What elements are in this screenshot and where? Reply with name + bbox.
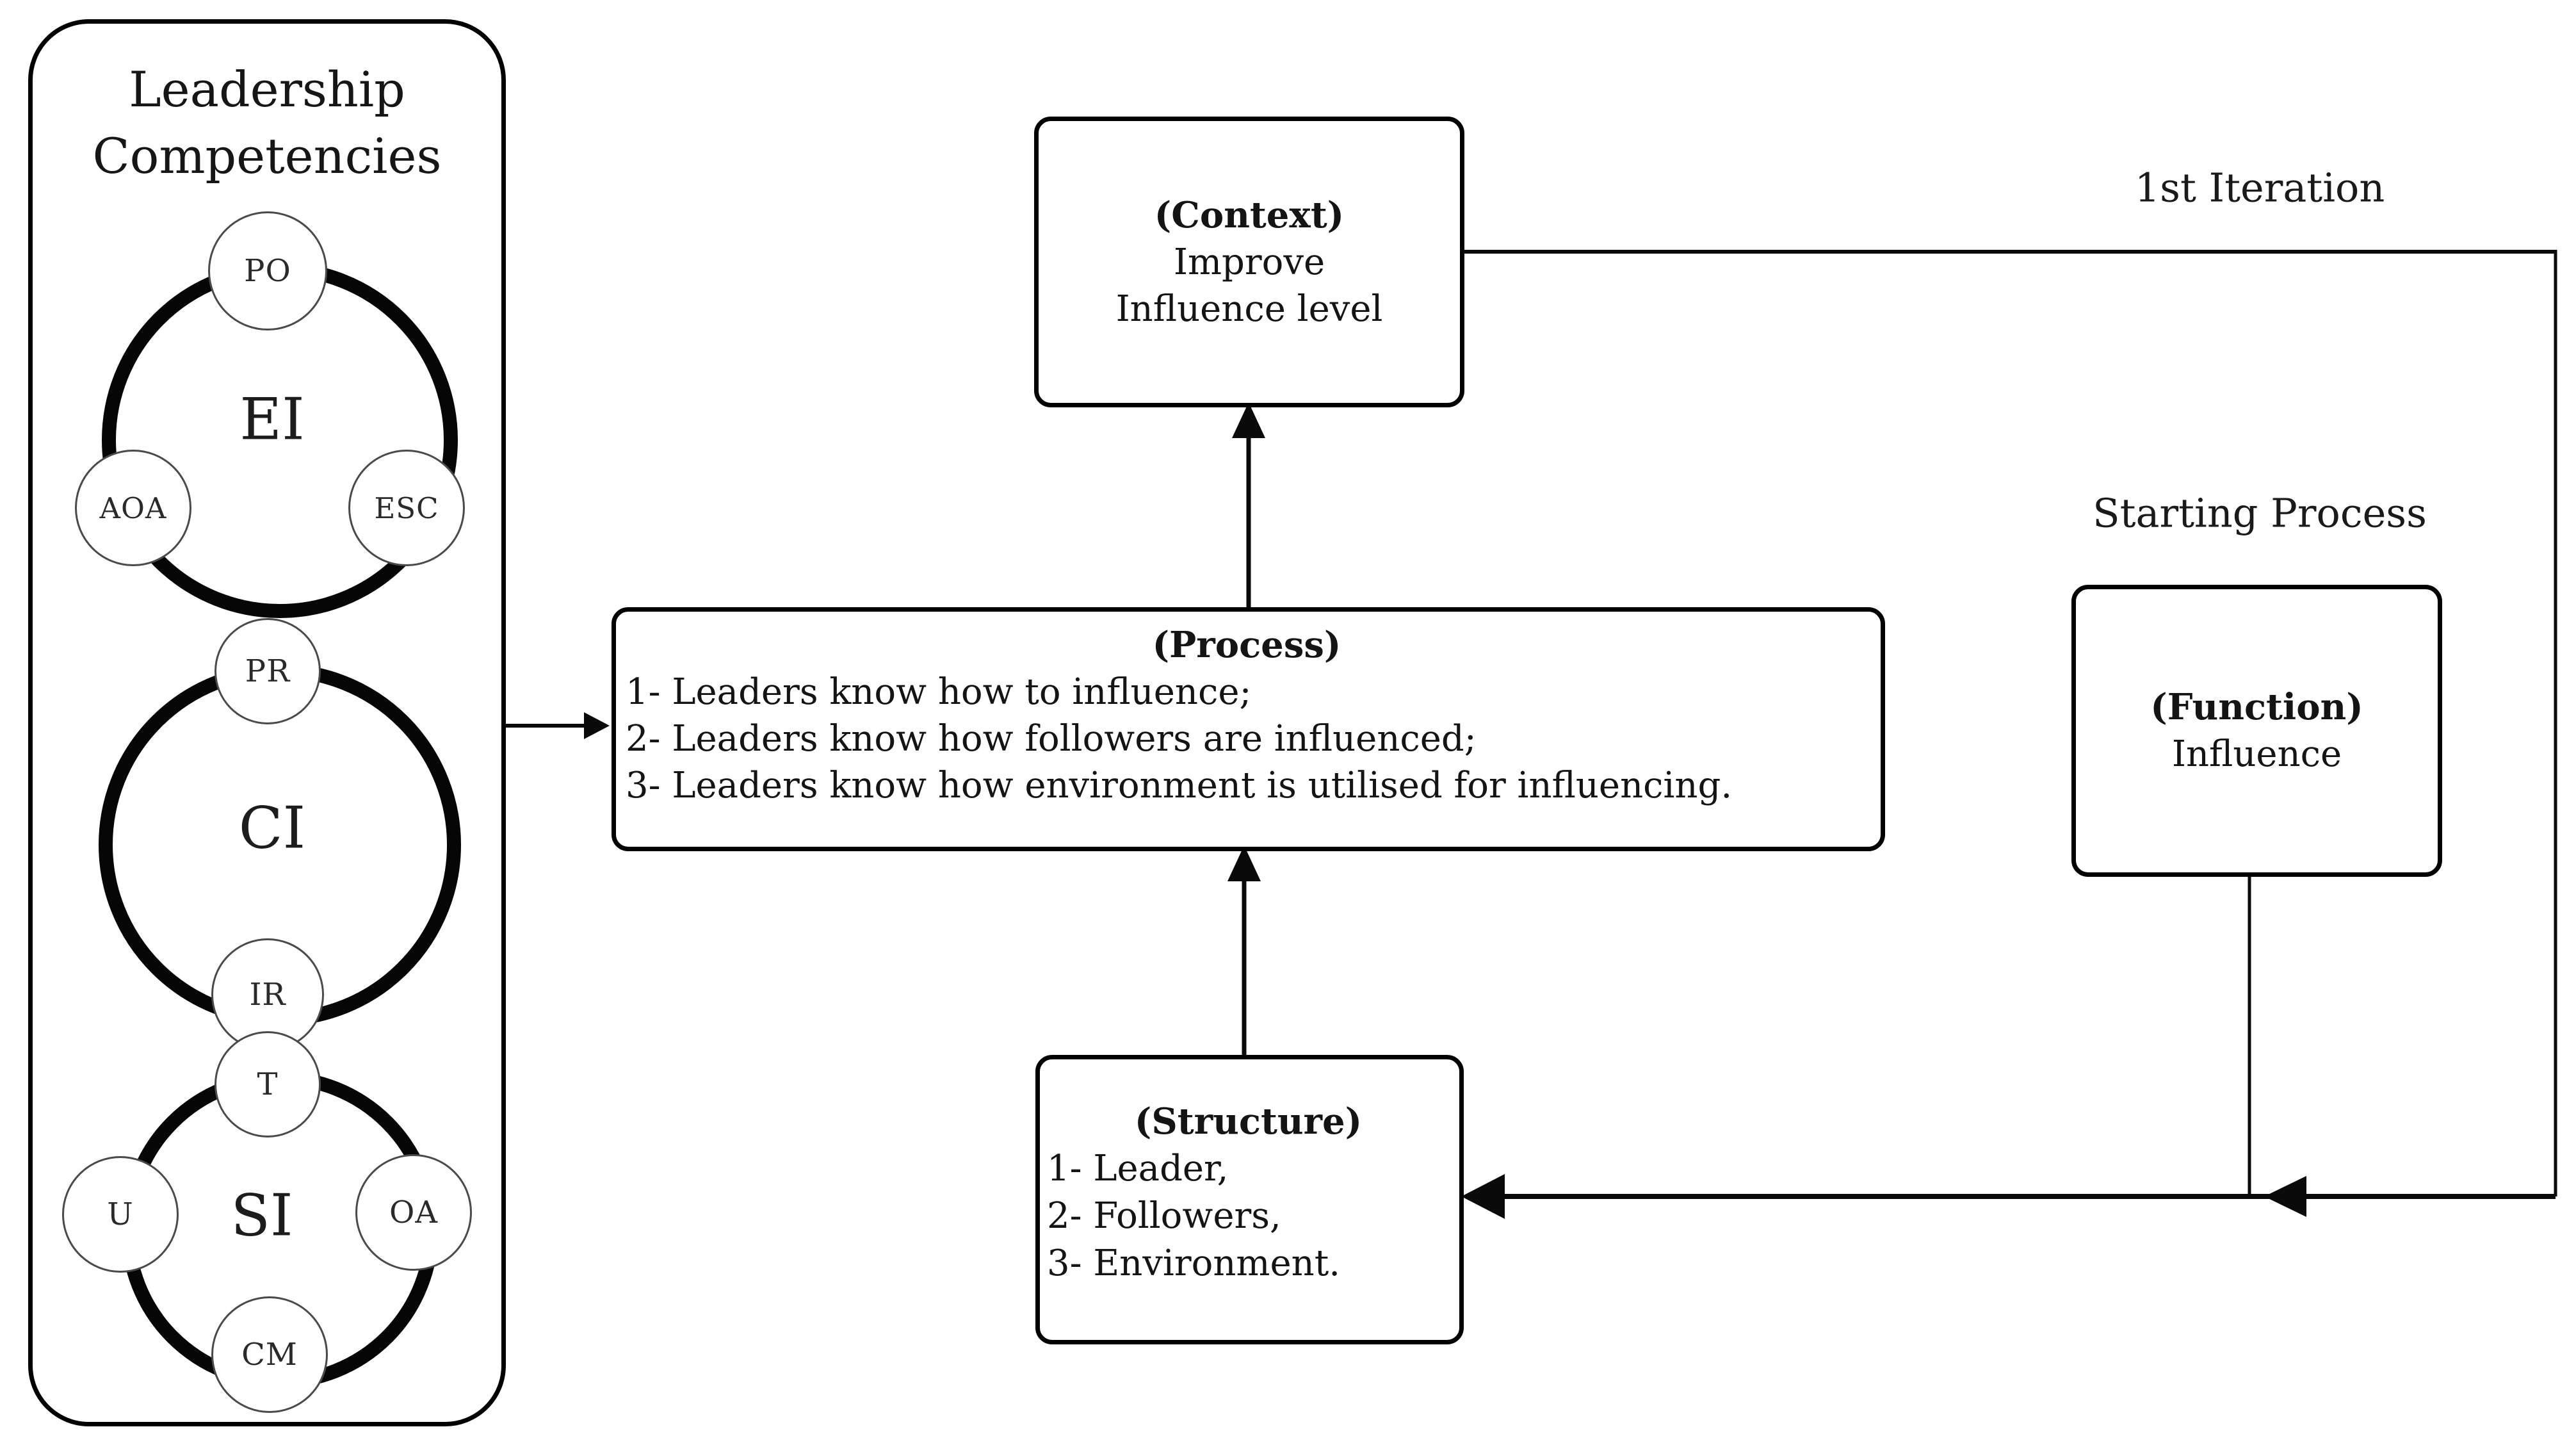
node-oa: OA: [355, 1154, 472, 1271]
arrow-feedback-to-structure-head-icon: [1461, 1174, 1505, 1219]
arrow-process-to-context-head-icon: [1232, 402, 1265, 438]
starting-process-label: Starting Process: [2093, 489, 2427, 537]
arrow-structure-to-process-head-icon: [1227, 845, 1261, 881]
node-aoa: AOA: [75, 450, 191, 566]
panel-title: Leadership Competencies: [28, 56, 506, 190]
process-box-title: (Process): [1152, 624, 1341, 666]
context-box-title: (Context): [1154, 193, 1345, 236]
arrow-junction-head-icon: [2264, 1176, 2306, 1217]
context-box-line2: Influence level: [1115, 288, 1383, 330]
node-u: U: [62, 1156, 179, 1273]
node-po: PO: [208, 211, 327, 330]
process-box: (Process) 1- Leaders know how to influen…: [612, 607, 1885, 851]
function-box-title: (Function): [2150, 686, 2363, 728]
structure-box: (Structure) 1- Leader, 2- Followers, 3- …: [1035, 1055, 1464, 1344]
node-esc: ESC: [348, 450, 465, 566]
function-box-line1: Influence: [2171, 733, 2342, 775]
node-cm: CM: [211, 1296, 328, 1413]
first-iteration-label: 1st Iteration: [2134, 164, 2385, 211]
process-box-item1: 1- Leaders know how to influence;: [626, 671, 1252, 713]
context-box: (Context) Improve Influence level: [1034, 117, 1464, 407]
process-box-item3: 3- Leaders know how environment is utili…: [626, 765, 1733, 806]
node-t: T: [215, 1031, 321, 1138]
function-box: (Function) Influence: [2071, 585, 2442, 877]
process-box-item2: 2- Leaders know how followers are influe…: [626, 718, 1477, 760]
si-label: SI: [231, 1182, 293, 1250]
context-box-line1: Improve: [1173, 241, 1325, 283]
ci-label: CI: [238, 794, 306, 862]
arrow-panel-to-process-head-icon: [584, 712, 610, 739]
panel-title-line1: Leadership: [129, 61, 405, 118]
node-pr: PR: [215, 618, 321, 724]
structure-box-title: (Structure): [1134, 1100, 1363, 1143]
structure-box-item1: 1- Leader,: [1047, 1148, 1229, 1189]
structure-box-item3: 3- Environment.: [1047, 1243, 1341, 1284]
structure-box-item2: 2- Followers,: [1047, 1195, 1281, 1237]
panel-title-line2: Competencies: [92, 127, 442, 184]
ei-label: EI: [239, 386, 305, 453]
